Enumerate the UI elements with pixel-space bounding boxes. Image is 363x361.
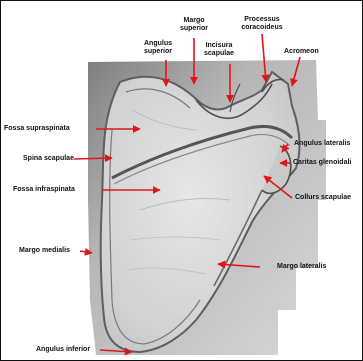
- label-spina-scapulae: Spina scapulae: [23, 155, 74, 163]
- label-incisura-scapulae: Incisura scapulae: [204, 42, 234, 58]
- label-cavitas-glenoidalis: Caritas glenoidali: [293, 159, 351, 167]
- label-fossa-infraspinata: Fossa infraspinata: [13, 186, 75, 194]
- arrow-margo-medialis: [80, 251, 92, 253]
- arrow-spina-scapulae: [74, 158, 112, 159]
- label-processus-coracoideus: Processus coracoideus: [241, 16, 282, 32]
- arrow-angulus-lateralis: [282, 144, 288, 152]
- arrow-processus-coracoideus: [262, 34, 266, 82]
- arrow-margo-lateralis: [218, 264, 260, 267]
- label-angulus-lateralis: Angulus lateralis: [294, 140, 350, 148]
- arrow-collum-scapulae: [264, 176, 292, 198]
- label-angulus-superior: Angulus superior: [144, 40, 172, 56]
- label-margo-medialis: Margo medialis: [19, 247, 70, 255]
- label-angulus-inferior: Angulus inferior: [36, 346, 90, 354]
- label-fossa-supraspinata: Fossa supraspinata: [4, 125, 70, 133]
- label-collum-scapulae: Collurs scapulae: [295, 194, 351, 202]
- arrow-angulus-inferior: [100, 350, 132, 352]
- label-acromeon: Acromeon: [284, 48, 319, 56]
- label-margo-superior: Margo superior: [180, 17, 208, 33]
- label-margo-lateralis: Margo lateralis: [277, 263, 326, 271]
- arrow-acromeon: [292, 57, 300, 86]
